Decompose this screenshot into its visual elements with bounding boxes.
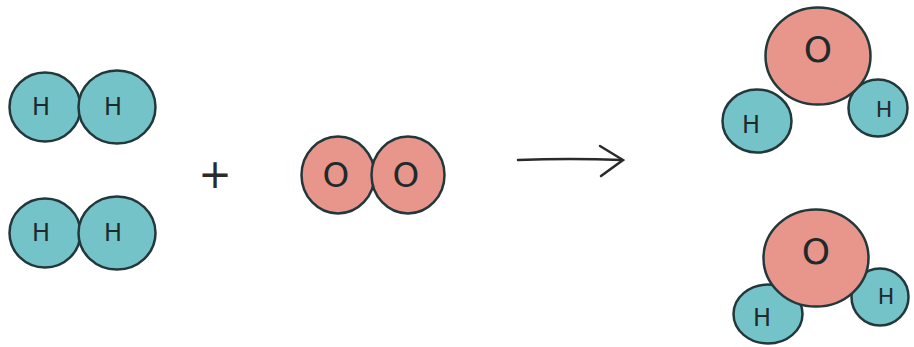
arrow-head bbox=[600, 146, 623, 176]
hydrogen-atom: H bbox=[721, 88, 793, 154]
element-symbol: H bbox=[878, 286, 895, 308]
element-symbol: O bbox=[393, 158, 420, 192]
hydrogen-atom: H bbox=[8, 71, 82, 143]
atom-circle bbox=[10, 73, 81, 142]
atom-circle bbox=[764, 210, 869, 307]
element-symbol: H bbox=[876, 99, 893, 121]
arrow-shaft bbox=[518, 159, 622, 160]
hydrogen-atom: H bbox=[8, 197, 82, 269]
element-symbol: H bbox=[32, 95, 50, 119]
atom-circle bbox=[723, 90, 792, 153]
plus-sign: + bbox=[198, 154, 232, 194]
reaction-arrow bbox=[518, 146, 623, 176]
element-symbol: H bbox=[32, 221, 50, 245]
oxygen-atom: O bbox=[300, 135, 376, 215]
element-symbol: H bbox=[753, 306, 771, 330]
oxygen-atom: O bbox=[764, 6, 872, 106]
atom-circle bbox=[79, 71, 156, 144]
atom-circle bbox=[734, 285, 803, 344]
hydrogen-atom: H bbox=[77, 69, 157, 145]
atom-circle bbox=[766, 8, 871, 105]
element-symbol: O bbox=[804, 32, 832, 68]
atom-circle bbox=[302, 137, 375, 214]
atom-circle bbox=[372, 137, 445, 214]
atom-circle bbox=[10, 199, 81, 268]
atom-circle bbox=[849, 80, 908, 137]
element-symbol: O bbox=[802, 234, 830, 270]
oxygen-atom: O bbox=[762, 208, 870, 308]
element-symbol: O bbox=[323, 158, 350, 192]
oxygen-atom: O bbox=[370, 135, 446, 215]
hydrogen-atom: H bbox=[77, 195, 157, 271]
element-symbol: H bbox=[742, 113, 760, 137]
atom-circle bbox=[79, 197, 156, 270]
element-symbol: H bbox=[104, 221, 122, 245]
element-symbol: H bbox=[104, 95, 122, 119]
atom-circle bbox=[852, 269, 909, 326]
